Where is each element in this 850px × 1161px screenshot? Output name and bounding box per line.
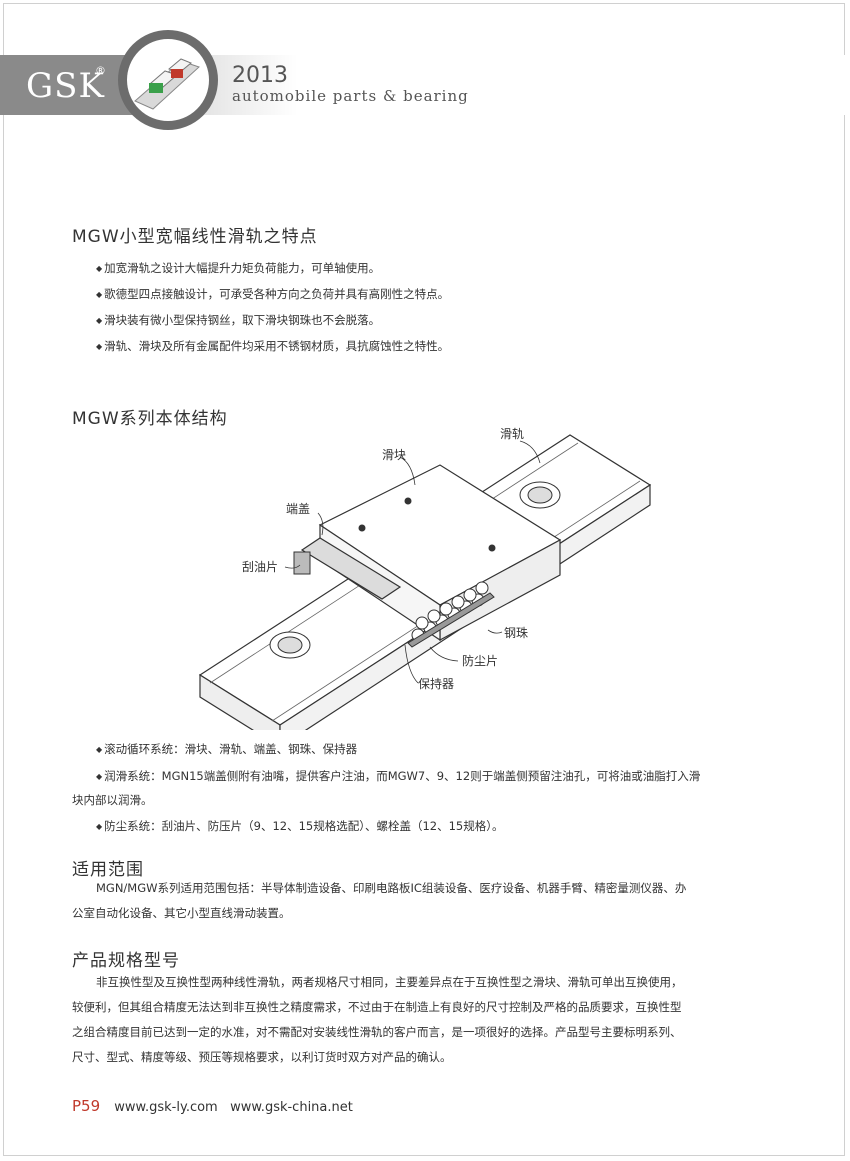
rail-thumbnail-icon bbox=[134, 58, 200, 110]
block-screw-1 bbox=[358, 524, 366, 532]
dust-seal-strip bbox=[407, 592, 495, 648]
section-title-features: MGW小型宽幅线性滑轨之特点 bbox=[72, 227, 318, 247]
applications-paragraph: MGN/MGW系列适用范围包括：半导体制造设备、印刷电路板IC组装设备、医疗设备… bbox=[72, 881, 687, 920]
structure-bullet-2: ◆润滑系统：MGN15端盖侧附有油嘴，提供客户注油，而MGW7、9、12则于端盖… bbox=[96, 769, 701, 783]
structure-bullet-2-cont: 块内部以润滑。 bbox=[72, 793, 153, 807]
structure-bullet-1: ◆滚动循环系统：滑块、滑轨、端盖、钢珠、保持器 bbox=[96, 742, 358, 756]
scraper-plate bbox=[293, 551, 311, 575]
block-screw-3 bbox=[488, 544, 496, 552]
label-block: 滑块 bbox=[382, 448, 406, 462]
footer: P59 www.gsk-ly.com www.gsk-china.net bbox=[72, 1097, 353, 1115]
bullet-icon: ◆ bbox=[96, 745, 103, 754]
feature-bullet-3: ◆滑块装有微小型保持钢丝，取下滑块钢珠也不会脱落。 bbox=[96, 313, 381, 327]
bullet-icon: ◆ bbox=[96, 822, 103, 831]
bullet-icon: ◆ bbox=[96, 290, 103, 299]
label-retainer: 保持器 bbox=[418, 676, 454, 691]
catalog-year: 2013 bbox=[232, 63, 288, 88]
footer-urls: www.gsk-ly.com www.gsk-china.net bbox=[114, 1100, 353, 1115]
brand-logo: GSK bbox=[26, 66, 105, 106]
bullet-icon: ◆ bbox=[96, 264, 103, 273]
specs-paragraph: 非互换性型及互换性型两种线性滑轨，两者规格尺寸相同，主要差异点在于互换性型之滑块… bbox=[72, 975, 683, 1064]
section-title-specs: 产品规格型号 bbox=[72, 951, 180, 971]
bullet-icon: ◆ bbox=[96, 342, 103, 351]
header-band-dark bbox=[0, 55, 140, 115]
end-cap bbox=[300, 537, 402, 600]
section-title-applications: 适用范围 bbox=[72, 860, 144, 880]
label-scraper: 刮油片 bbox=[242, 560, 278, 574]
logo-ring-image bbox=[118, 30, 218, 130]
page-border bbox=[3, 3, 845, 1156]
feature-bullet-2: ◆歌德型四点接触设计，可承受各种方向之负荷并具有高刚性之特点。 bbox=[96, 287, 450, 301]
section-title-structure: MGW系列本体结构 bbox=[72, 409, 228, 429]
feature-bullet-4: ◆滑轨、滑块及所有金属配件均采用不锈钢材质，具抗腐蚀性之特性。 bbox=[96, 339, 450, 353]
label-dust-seal: 防尘片 bbox=[462, 653, 498, 668]
bullet-icon: ◆ bbox=[96, 772, 103, 781]
feature-bullet-1: ◆加宽滑轨之设计大幅提升力矩负荷能力，可单轴使用。 bbox=[96, 261, 381, 275]
structure-bullet-3: ◆防尘系统：刮油片、防压片（9、12、15规格选配）、螺栓盖（12、15规格）。 bbox=[96, 819, 504, 833]
block-screw-2 bbox=[404, 497, 412, 505]
page-number: P59 bbox=[72, 1097, 101, 1115]
label-ball: 钢珠 bbox=[504, 626, 528, 640]
catalog-subtitle: automobile parts & bearing bbox=[232, 87, 469, 105]
rail-structure-diagram: 滑轨 滑块 端盖 刮油片 钢珠 防尘片 保持器 bbox=[198, 427, 652, 730]
label-end-cap: 端盖 bbox=[286, 502, 310, 516]
bullet-icon: ◆ bbox=[96, 316, 103, 325]
registered-mark: ® bbox=[95, 64, 106, 77]
label-rail: 滑轨 bbox=[500, 427, 524, 441]
rail-end-face bbox=[199, 673, 281, 730]
